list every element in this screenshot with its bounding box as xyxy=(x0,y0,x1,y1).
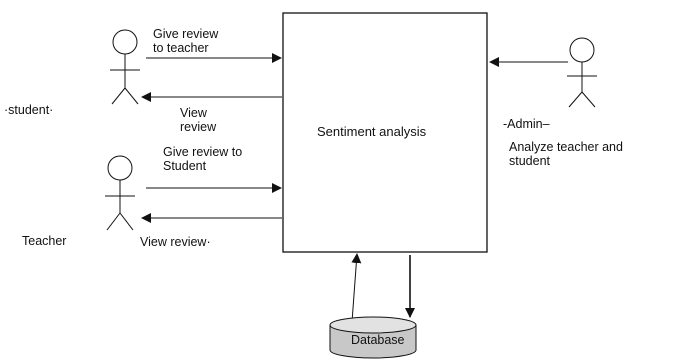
database-cylinder xyxy=(329,316,417,359)
teacher-view-review-label: View review· xyxy=(140,235,211,249)
student-actor-label: ·student· xyxy=(4,103,54,117)
teacher-actor-figure xyxy=(105,155,135,231)
student-view-review-line2: review xyxy=(180,120,217,134)
give-review-to-teacher-line1: Give review xyxy=(153,27,219,41)
database-label: Database xyxy=(351,333,405,347)
sentiment-analysis-box xyxy=(282,12,488,253)
system-title: Sentiment analysis xyxy=(317,124,427,139)
student-view-review-line1: View xyxy=(180,106,207,120)
admin-actor-label: -Admin– xyxy=(503,117,550,131)
admin-analyze-line2: student xyxy=(509,154,551,168)
admin-actor-figure xyxy=(567,37,597,108)
teacher-actor-label: Teacher xyxy=(22,234,67,248)
student-actor-figure xyxy=(110,29,140,105)
teacher-actor-head xyxy=(107,155,133,181)
give-review-to-student-line1: Give review to xyxy=(163,145,243,159)
admin-actor-head xyxy=(569,37,595,63)
give-review-to-teacher-line2: to teacher xyxy=(153,41,209,55)
give-review-to-student-line2: Student xyxy=(163,159,207,173)
database-to-system-arrow xyxy=(351,253,362,323)
admin-analyze-line1: Analyze teacher and xyxy=(509,140,623,154)
student-actor-head xyxy=(112,29,138,55)
